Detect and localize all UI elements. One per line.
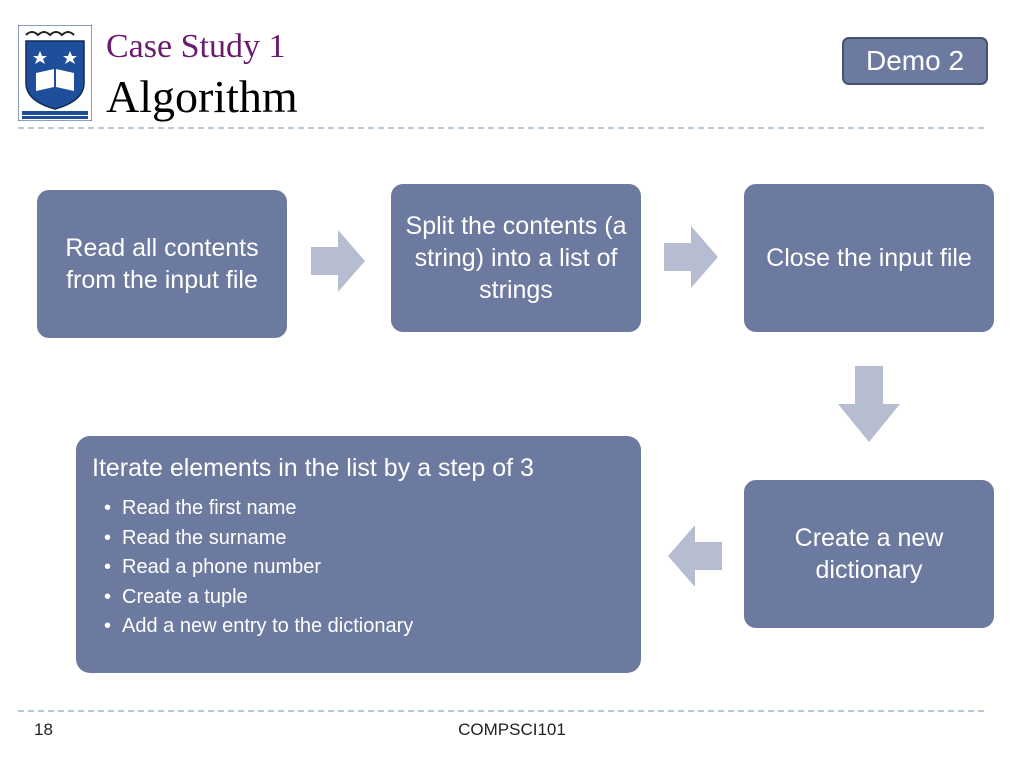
step-close-file: Close the input file	[744, 184, 994, 332]
slide-title: Algorithm	[106, 71, 298, 122]
step-split-contents: Split the contents (a string) into a lis…	[391, 184, 641, 332]
demo-button[interactable]: Demo 2	[842, 37, 988, 85]
arrow-right-icon	[311, 230, 365, 292]
arrow-down-icon	[838, 366, 900, 442]
step-iterate-heading: Iterate elements in the list by a step o…	[92, 454, 534, 482]
substep-item: Read a phone number	[104, 553, 625, 583]
slide-subtitle: Case Study 1	[106, 28, 286, 65]
step-read-contents: Read all contents from the input file	[37, 190, 287, 338]
step-iterate-elements: Iterate elements in the list by a step o…	[76, 436, 641, 673]
university-crest-icon	[17, 24, 93, 122]
iterate-substeps-list: Read the first name Read the surname Rea…	[92, 494, 625, 642]
step-read-contents-label: Read all contents from the input file	[65, 234, 259, 294]
header-divider	[18, 127, 984, 129]
step-create-dictionary: Create a new dictionary	[744, 480, 994, 628]
university-logo	[17, 24, 93, 122]
substep-item: Create a tuple	[104, 583, 625, 613]
page-number: 18	[34, 720, 53, 739]
footer-divider	[18, 710, 984, 712]
arrow-right-icon	[664, 226, 718, 288]
step-close-file-label: Close the input file	[766, 244, 972, 272]
substep-item: Add a new entry to the dictionary	[104, 612, 625, 642]
substep-item: Read the first name	[104, 494, 625, 524]
course-code: COMPSCI101	[458, 720, 566, 739]
arrow-left-icon	[668, 525, 722, 587]
step-split-contents-label: Split the contents (a string) into a lis…	[405, 212, 627, 304]
step-create-dictionary-label: Create a new dictionary	[794, 524, 944, 584]
substep-item: Read the surname	[104, 524, 625, 554]
